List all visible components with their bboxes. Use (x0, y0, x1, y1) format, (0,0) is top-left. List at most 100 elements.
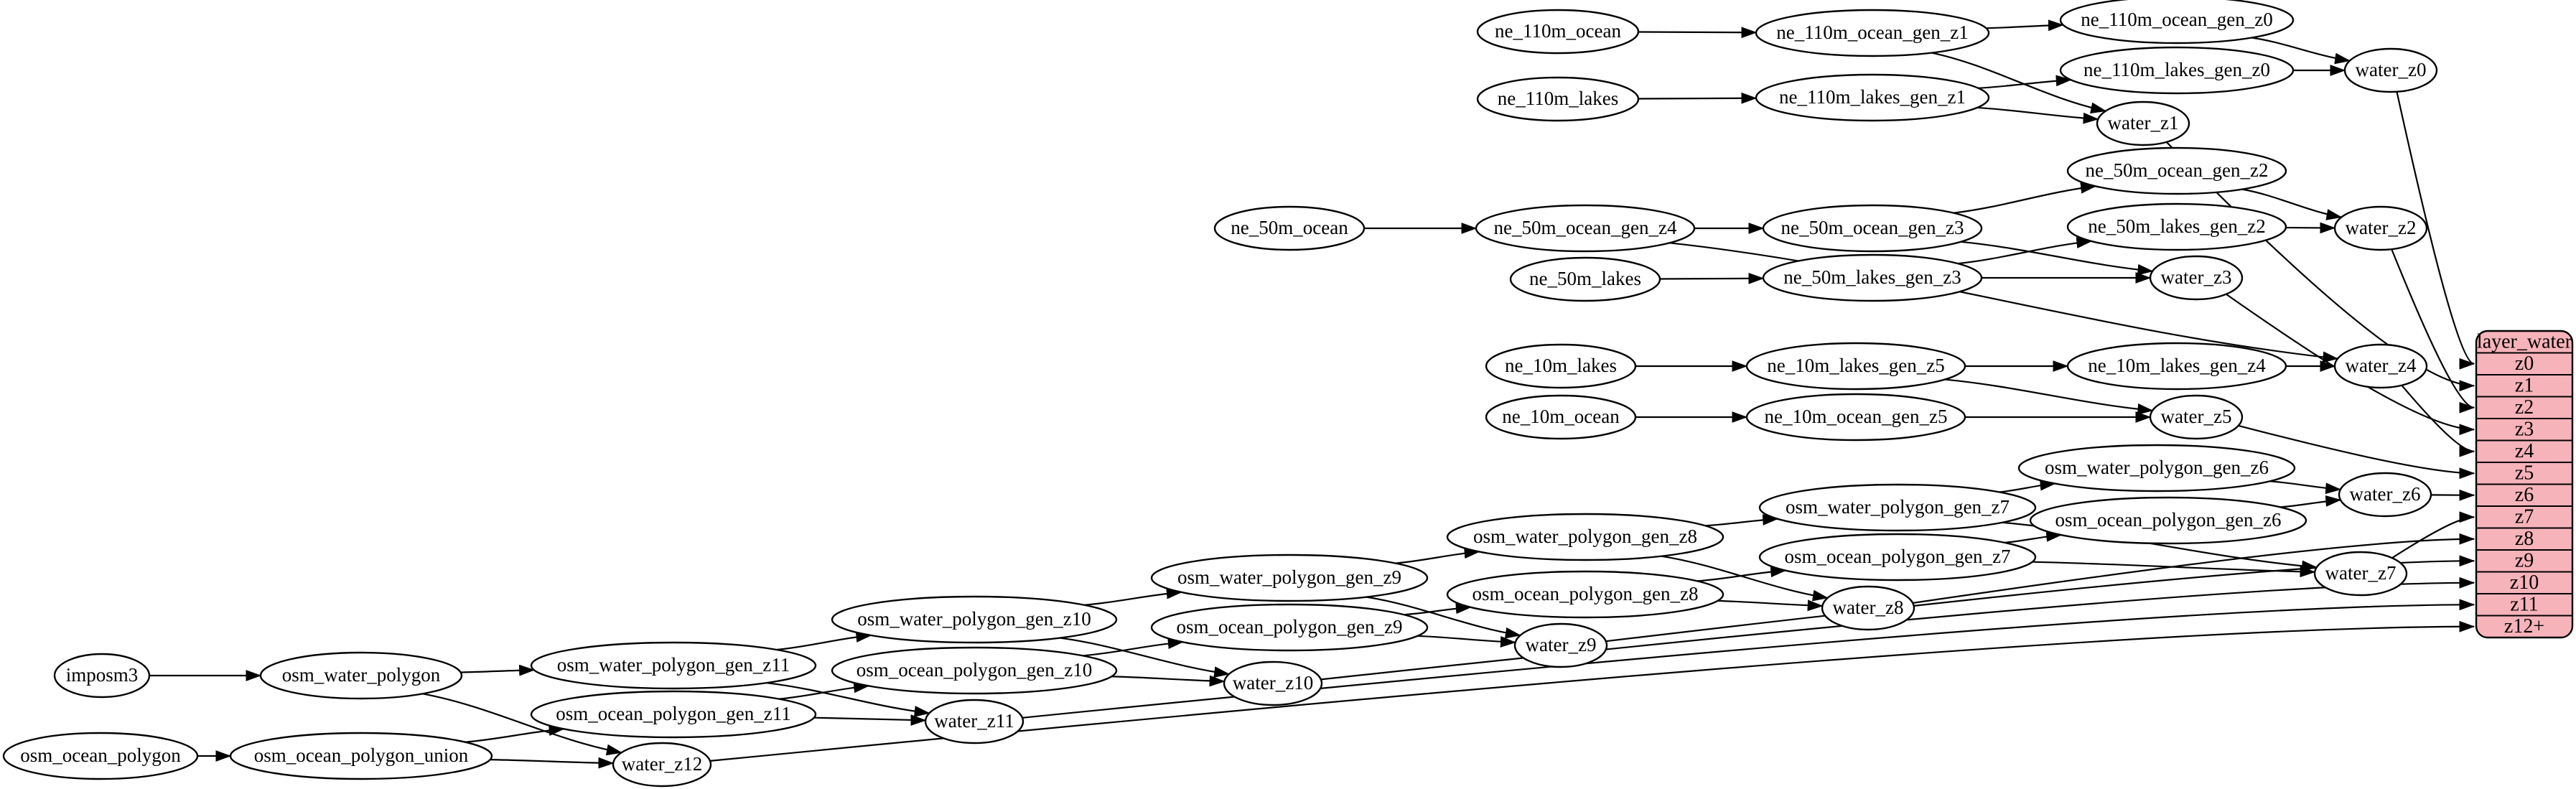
edge-ne_110m_lakes_gen_z1-to-ne_110m_lakes_gen_z0 (1978, 75, 2072, 89)
node-label-osm_water_polygon_gen_z6: osm_water_polygon_gen_z6 (2045, 457, 2269, 478)
node-label-osm_water_polygon_gen_z10: osm_water_polygon_gen_z10 (857, 608, 1091, 630)
node-ne_110m_ocean_gen_z0: ne_110m_ocean_gen_z0 (2059, 0, 2295, 45)
node-label-ne_110m_ocean: ne_110m_ocean (1495, 20, 1621, 42)
node-label-ne_50m_lakes_gen_z3: ne_50m_lakes_gen_z3 (1783, 266, 1961, 288)
table-row-z11: z11 (2510, 594, 2538, 616)
node-label-water_z0: water_z0 (2356, 59, 2427, 80)
node-ellipse-water_z9 (1513, 622, 1608, 668)
node-ellipse-osm_water_polygon_gen_z6 (2017, 444, 2296, 492)
edge-osm_water_polygon_gen_z6-to-water_z6 (2269, 480, 2342, 495)
edge-ne_50m_ocean_gen_z2-to-water_z2 (2241, 188, 2343, 220)
node-ellipse-ne_110m_ocean_gen_z0 (2059, 0, 2295, 45)
edge-ne_50m_ocean_gen_z3-to-ne_50m_ocean_gen_z2 (1954, 182, 2097, 214)
edge-osm_ocean_polygon_gen_z10-to-water_z10 (1111, 675, 1226, 687)
edge-ne_110m_ocean_gen_z1-to-water_z1 (1931, 52, 2107, 114)
node-ne_50m_ocean_gen_z3: ne_50m_ocean_gen_z3 (1762, 204, 1983, 253)
node-ellipse-osm_water_polygon_gen_z8 (1446, 513, 1725, 561)
node-osm_ocean_polygon_gen_z9: osm_ocean_polygon_gen_z9 (1150, 603, 1429, 652)
node-ellipse-osm_ocean_polygon_gen_z10 (831, 646, 1118, 695)
node-ellipse-osm_water_polygon_gen_z9 (1150, 554, 1429, 602)
node-ellipse-ne_50m_ocean_gen_z2 (2066, 146, 2287, 195)
table-row-z8: z8 (2515, 528, 2534, 550)
edge-osm_water_polygon_gen_z8-to-water_z8 (1661, 555, 1829, 602)
node-water_z7: water_z7 (2313, 551, 2408, 597)
node-ellipse-water_z3 (2149, 255, 2244, 301)
node-label-water_z2: water_z2 (2346, 217, 2417, 238)
node-ellipse-water_z5 (2149, 394, 2244, 440)
node-water_z12: water_z12 (612, 742, 712, 788)
node-water_z1: water_z1 (2096, 101, 2190, 146)
node-ellipse-imposm3 (53, 653, 151, 699)
node-ellipse-ne_110m_lakes_gen_z0 (2059, 46, 2295, 95)
edge-ne_110m_ocean_gen_z0-to-water_z0 (2251, 37, 2351, 65)
edge-ne_10m_lakes_gen_z5-to-water_z5 (1944, 378, 2154, 415)
edge-osm_ocean_polygon_union-to-water_z12 (490, 757, 615, 769)
node-label-osm_ocean_polygon_gen_z9: osm_ocean_polygon_gen_z9 (1177, 616, 1403, 638)
node-ellipse-ne_10m_lakes_gen_z5 (1745, 342, 1966, 391)
layer-water-table: layer_waterz0z1z2z3z4z5z6z7z8z9z10z11z12… (2475, 330, 2574, 639)
table-row-z3: z3 (2515, 419, 2534, 441)
node-label-water_z7: water_z7 (2325, 562, 2397, 584)
edge-osm_ocean_polygon_gen_z11-to-osm_ocean_polygon_gen_z10 (779, 681, 870, 700)
table-row-z10: z10 (2510, 571, 2539, 594)
edge-ne_110m_ocean-to-ne_110m_ocean_gen_z1 (1638, 27, 1758, 39)
node-ellipse-osm_ocean_polygon_gen_z11 (530, 690, 817, 739)
edge-water_z4-to-layer_water-z4 (2401, 384, 2475, 457)
node-osm_ocean_polygon_gen_z7: osm_ocean_polygon_gen_z7 (1758, 533, 2037, 582)
node-label-ne_50m_ocean_gen_z2: ne_50m_ocean_gen_z2 (2086, 159, 2269, 181)
node-label-ne_10m_ocean_gen_z5: ne_10m_ocean_gen_z5 (1765, 406, 1948, 427)
edge-ne_50m_ocean_gen_z4-to-water_z4 (1669, 242, 2339, 363)
node-ellipse-osm_ocean_polygon_gen_z7 (1758, 533, 2037, 582)
edge-osm_water_polygon-to-water_z12 (422, 693, 622, 756)
table-row-z1: z1 (2515, 375, 2534, 397)
node-water_z0: water_z0 (2343, 47, 2438, 93)
edge-ne_110m_lakes-to-ne_110m_lakes_gen_z1 (1638, 92, 1758, 104)
node-ellipse-water_z2 (2333, 205, 2428, 251)
edge-osm_water_polygon_gen_z11-to-osm_water_polygon_gen_z10 (776, 631, 872, 651)
edge-water_z7-to-layer_water-z7 (2391, 511, 2475, 559)
node-ellipse-water_z1 (2096, 101, 2190, 146)
node-osm_water_polygon_gen_z8: osm_water_polygon_gen_z8 (1446, 513, 1725, 561)
node-osm_ocean_polygon_gen_z6: osm_ocean_polygon_gen_z6 (2029, 496, 2307, 545)
node-label-ne_50m_ocean_gen_z3: ne_50m_ocean_gen_z3 (1781, 217, 1964, 238)
node-ellipse-osm_water_polygon_gen_z10 (831, 595, 1118, 644)
node-ne_50m_lakes: ne_50m_lakes (1509, 256, 1661, 302)
node-label-ne_50m_lakes: ne_50m_lakes (1529, 268, 1641, 289)
node-osm_water_polygon_gen_z7: osm_water_polygon_gen_z7 (1758, 483, 2037, 532)
node-label-osm_ocean_polygon_gen_z6: osm_ocean_polygon_gen_z6 (2055, 509, 2282, 531)
node-ellipse-ne_110m_ocean (1476, 9, 1640, 55)
node-label-water_z5: water_z5 (2161, 406, 2232, 427)
node-label-water_z11: water_z11 (934, 710, 1014, 732)
edge-osm_ocean_polygon_gen_z8-to-osm_ocean_polygon_gen_z7 (1697, 566, 1787, 582)
table-row-z5: z5 (2515, 462, 2534, 485)
node-ellipse-ne_10m_ocean_gen_z5 (1745, 393, 1966, 442)
node-label-osm_ocean_polygon_gen_z7: osm_ocean_polygon_gen_z7 (1785, 546, 2011, 567)
node-osm_ocean_polygon_gen_z8: osm_ocean_polygon_gen_z8 (1446, 570, 1725, 619)
node-ne_10m_lakes: ne_10m_lakes (1485, 343, 1637, 389)
node-label-osm_water_polygon_gen_z8: osm_water_polygon_gen_z8 (1473, 526, 1697, 547)
node-label-water_z8: water_z8 (1833, 597, 1904, 618)
node-label-ne_110m_ocean_gen_z0: ne_110m_ocean_gen_z0 (2081, 9, 2272, 30)
node-ellipse-ne_10m_ocean (1485, 394, 1637, 440)
node-label-osm_water_polygon: osm_water_polygon (282, 664, 441, 686)
node-ellipse-ne_110m_lakes_gen_z1 (1755, 73, 1990, 122)
edge-water_z2-to-layer_water-z2 (2391, 248, 2475, 414)
node-ne_110m_lakes: ne_110m_lakes (1476, 76, 1640, 122)
node-ne_110m_lakes_gen_z0: ne_110m_lakes_gen_z0 (2059, 46, 2295, 95)
edge-osm_water_polygon_gen_z7-to-osm_water_polygon_gen_z6 (1999, 479, 2056, 493)
node-water_z10: water_z10 (1223, 660, 1323, 706)
edge-osm_ocean_polygon_gen_z9-to-water_z9 (1417, 635, 1516, 648)
node-label-water_z4: water_z4 (2346, 355, 2417, 376)
node-ellipse-water_z7 (2313, 551, 2408, 597)
node-ellipse-water_z4 (2333, 343, 2428, 389)
edge-osm_ocean_polygon_gen_z10-to-osm_ocean_polygon_gen_z9 (1083, 638, 1184, 657)
node-label-ne_10m_ocean: ne_10m_ocean (1502, 406, 1620, 427)
node-ellipse-osm_water_polygon_gen_z11 (530, 641, 817, 690)
node-label-ne_10m_lakes: ne_10m_lakes (1505, 355, 1617, 376)
node-label-osm_ocean_polygon_gen_z10: osm_ocean_polygon_gen_z10 (857, 659, 1092, 681)
node-osm_ocean_polygon_gen_z11: osm_ocean_polygon_gen_z11 (530, 690, 817, 739)
node-label-ne_50m_ocean: ne_50m_ocean (1231, 217, 1348, 238)
node-ne_10m_ocean: ne_10m_ocean (1485, 394, 1637, 440)
node-label-ne_110m_lakes_gen_z0: ne_110m_lakes_gen_z0 (2083, 59, 2270, 80)
